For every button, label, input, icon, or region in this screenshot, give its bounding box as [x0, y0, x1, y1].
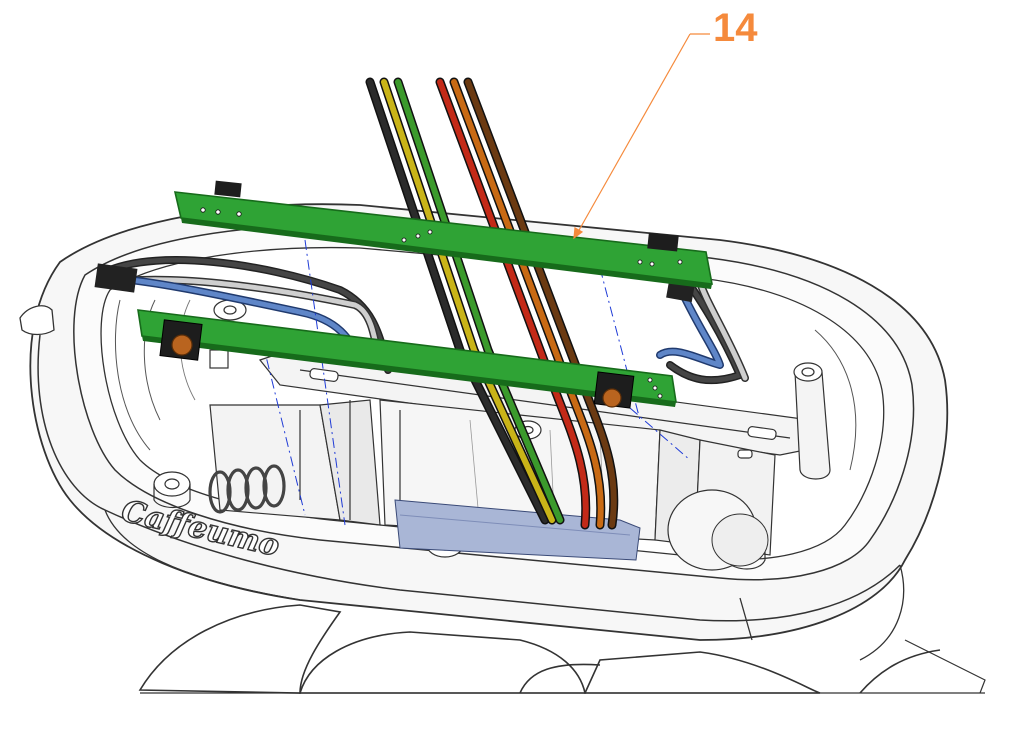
- base-stand: [138, 604, 986, 694]
- push-button-left: [159, 319, 203, 361]
- push-button-right: [593, 371, 635, 409]
- lower-circuit-board: [137, 309, 677, 409]
- callout-leader: [573, 33, 710, 240]
- upper-circuit-board: [173, 180, 713, 289]
- callout-number: 14: [713, 6, 758, 50]
- axis-lines: [261, 239, 691, 526]
- wire-bundle-right: [435, 77, 619, 530]
